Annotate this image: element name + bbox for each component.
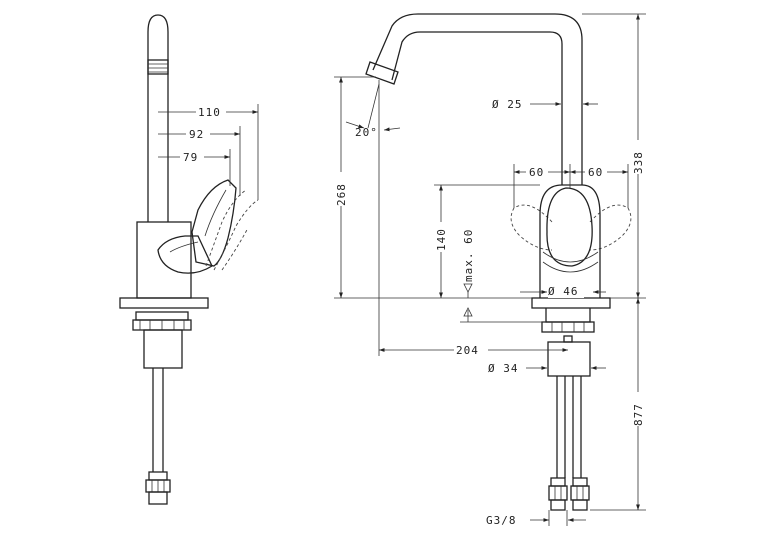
dim-140-label: 140 <box>435 228 448 251</box>
dim-877-label: 877 <box>632 403 645 426</box>
dim-46-label: Ø 46 <box>548 285 579 298</box>
dim-60-left-label: 60 <box>529 166 544 179</box>
thread-g38-label: G3/8 <box>486 514 517 527</box>
dim-268-label: 268 <box>335 183 348 206</box>
dim-110-label: 110 <box>198 106 221 119</box>
dim-79-label: 79 <box>183 151 198 164</box>
dim-max60-label: max. 60 <box>462 229 475 282</box>
dim-60-right-label: 60 <box>588 166 603 179</box>
dim-25-label: Ø 25 <box>492 98 523 111</box>
front-view: 338 877 268 20° Ø 25 60 60 <box>334 13 646 527</box>
dim-204-label: 204 <box>456 344 479 357</box>
dim-34-label: Ø 34 <box>488 362 519 375</box>
side-view: 110 92 79 <box>119 14 259 505</box>
dim-338-label: 338 <box>632 151 645 174</box>
dim-92-label: 92 <box>189 128 204 141</box>
dim-20-angle-label: 20° <box>355 126 378 139</box>
